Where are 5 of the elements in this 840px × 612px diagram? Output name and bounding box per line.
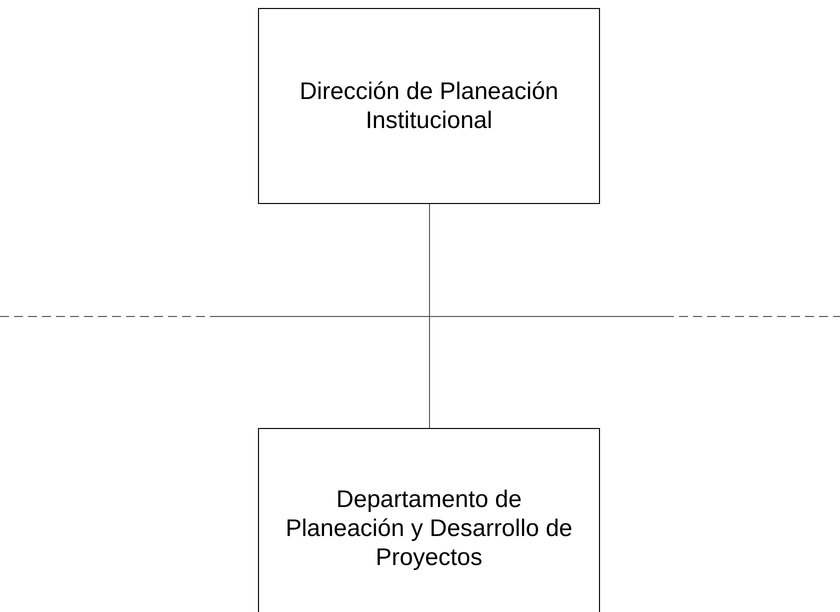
connector-line — [429, 204, 430, 428]
org-box — [258, 428, 600, 612]
unit-name: Dirección de Planeación Institucional — [298, 77, 560, 135]
unit-name: Departamento de Planeación y Desarrollo de Proyectos — [284, 484, 574, 572]
org-box — [258, 8, 600, 204]
